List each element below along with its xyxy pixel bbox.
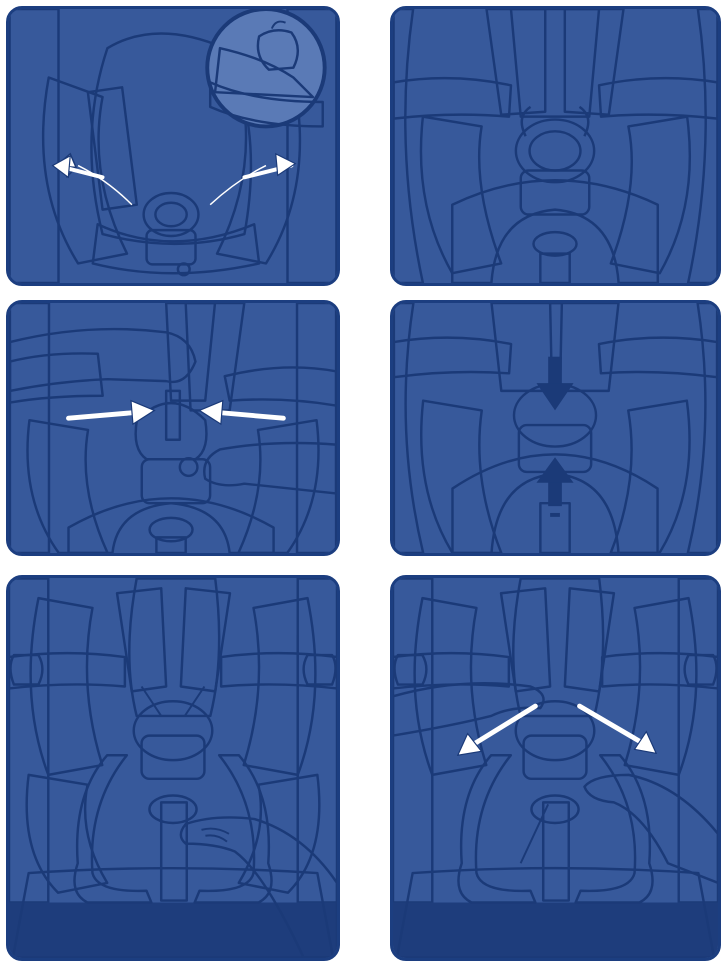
step-6-panel (390, 575, 721, 961)
step-1-panel (6, 6, 340, 286)
step-5-illustration (9, 578, 337, 958)
step-4-illustration (393, 303, 718, 553)
step-6-illustration (393, 578, 718, 958)
step-1-illustration (9, 9, 337, 283)
step-2-illustration (393, 9, 718, 283)
step-4-panel (390, 300, 721, 556)
step-3-panel (6, 300, 340, 556)
step-5-panel (6, 575, 340, 961)
press-down-arrow-icon (548, 357, 562, 386)
step-3-illustration (9, 303, 337, 553)
step-2-panel (390, 6, 721, 286)
